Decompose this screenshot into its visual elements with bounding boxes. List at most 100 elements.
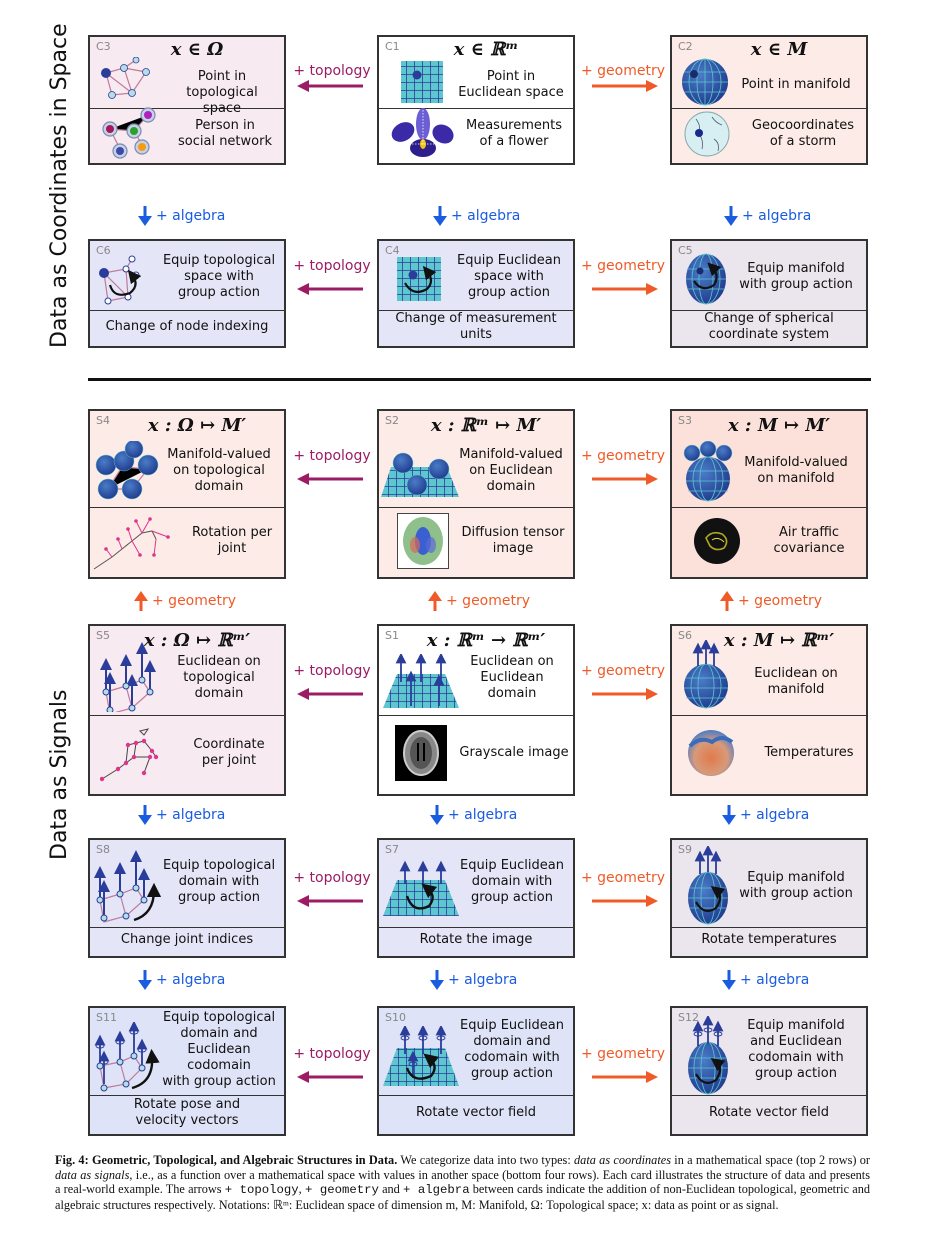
caption-text: in a mathematical space (top 2 rows) or <box>671 1153 870 1167</box>
card-description: Equip manifold with group action <box>739 870 853 901</box>
arrow-right-icon <box>592 688 658 700</box>
arrow-s7-to-s8: + topology <box>290 870 374 912</box>
social-network-icon <box>102 107 156 159</box>
card-example: Coordinate per joint <box>193 737 265 768</box>
arrow-c1-to-c4: + algebra <box>433 206 520 226</box>
card-description: Equip topological domain with group acti… <box>162 858 276 905</box>
card-c3: C3 x ∈ Ω Point in topological space Pers… <box>88 35 286 165</box>
arrow-c2-to-c5: + algebra <box>724 206 811 226</box>
card-formula: x : ℝᵐ ↦ M′ <box>430 415 542 436</box>
arrow-down-icon <box>430 970 444 990</box>
vectors-on-plane-icon <box>383 654 459 708</box>
card-description: Euclidean on Euclidean domain <box>470 654 554 701</box>
globe-icon <box>684 111 730 157</box>
card-s5: S5 x : Ω ↦ ℝᵐ′ Euclidean on topological … <box>88 624 286 796</box>
card-formula: x : ℝᵐ → ℝᵐ′ <box>426 630 546 651</box>
graph-network-icon <box>101 57 150 99</box>
figure-caption: Fig. 4: Geometric, Topological, and Alge… <box>55 1153 870 1212</box>
edge-label: + geometry <box>580 258 666 274</box>
edge-label: + topology <box>293 258 371 274</box>
card-formula: x : Ω ↦ ℝᵐ′ <box>143 630 251 651</box>
graph-group-action-icon <box>99 255 142 305</box>
section-divider <box>88 378 871 381</box>
arrow-down-icon <box>138 805 152 825</box>
caption-text: , <box>298 1182 305 1197</box>
vectors-plane-group-action-icon <box>383 860 459 916</box>
arrow-left-icon <box>297 80 363 92</box>
arrow-up-icon <box>428 591 442 611</box>
edge-label: + algebra <box>740 807 810 823</box>
arrow-down-icon <box>722 805 736 825</box>
section-label-signals: Data as Signals <box>47 689 72 861</box>
arrow-right-icon <box>592 895 658 907</box>
edge-label: + geometry <box>580 448 666 464</box>
card-c4: C4 Equip Euclidean space with group acti… <box>377 239 575 348</box>
card-description: Point in manifold <box>741 77 851 92</box>
card-description: Equip topological domain and Euclidean c… <box>162 1010 276 1089</box>
card-s12: S12 Equip manifold and Euclidean codomai… <box>670 1006 868 1136</box>
edge-label: + geometry <box>580 663 666 679</box>
arrow-s1-to-s6: + geometry <box>578 663 668 705</box>
arrow-down-icon <box>138 206 152 226</box>
card-description: Equip Euclidean domain with group action <box>460 858 564 905</box>
card-description: Equip manifold with group action <box>739 261 853 292</box>
caption-code: + topology <box>224 1183 299 1198</box>
card-description: Manifold-valued on topological domain <box>167 447 271 494</box>
spheres-on-plane-icon <box>381 452 459 497</box>
arrow-right-icon <box>592 1071 658 1083</box>
vectors-sphere-codomain-action-icon <box>688 1016 728 1095</box>
sphere-manifold-icon <box>682 58 728 106</box>
card-id: S4 <box>96 414 110 427</box>
edge-label: + geometry <box>580 63 666 79</box>
card-s7: S7 Equip Euclidean domain with group act… <box>377 838 575 958</box>
edge-label: + topology <box>293 663 371 679</box>
euclidean-grid-group-action-icon <box>397 257 441 301</box>
card-c6: C6 Equip topological space with group ac… <box>88 239 286 348</box>
card-example: Measurements of a flower <box>465 118 563 149</box>
arrow-c1-to-c3: + topology <box>290 63 374 97</box>
vectors-graph-group-action-icon <box>94 850 162 923</box>
arrow-c4-to-c6: + topology <box>290 258 374 300</box>
card-example: Temperatures <box>764 745 854 760</box>
arrow-s7-to-s9: + geometry <box>578 870 668 912</box>
card-description: Equip Euclidean domain and codomain with… <box>460 1018 564 1081</box>
card-formula: x : M ↦ M′ <box>727 415 831 436</box>
card-example: Change joint indices <box>120 932 254 947</box>
iris-flower-icon <box>391 108 454 157</box>
arrow-s6-to-s3: + geometry <box>720 591 822 611</box>
edge-label: + algebra <box>156 807 226 823</box>
card-id: S8 <box>96 843 110 856</box>
card-example: Geocoordinates of a storm <box>751 118 855 149</box>
card-c5: C5 Equip manifold with group action Chan… <box>670 239 868 348</box>
card-example: Change of measurement units <box>395 310 557 342</box>
card-example: Rotate vector field <box>415 1105 537 1120</box>
arrow-c4-to-c5: + geometry <box>578 258 668 300</box>
edge-label: + geometry <box>580 870 666 886</box>
card-description: Equip topological space with group actio… <box>162 253 276 300</box>
caption-code: + geometry <box>304 1183 379 1198</box>
vectors-on-sphere-icon <box>684 640 728 709</box>
skeleton-rotation-icon <box>93 516 170 569</box>
arrow-s1-to-s5: + topology <box>290 663 374 705</box>
air-traffic-globe-icon <box>694 517 740 564</box>
sphere-group-action-icon <box>686 253 726 305</box>
card-description: Euclidean on manifold <box>754 666 838 697</box>
edge-label: + algebra <box>156 208 226 224</box>
caption-text: between cards indicate the addition of n… <box>55 1182 870 1212</box>
card-example: Air traffic covariance <box>773 524 845 556</box>
edge-label: + geometry <box>152 593 237 609</box>
card-example: Rotate pose and velocity vectors <box>133 1097 241 1128</box>
card-id: S1 <box>385 629 399 642</box>
arrow-s9-to-s12: + algebra <box>722 970 809 990</box>
edge-label: + topology <box>293 1046 371 1062</box>
edge-label: + algebra <box>448 972 518 988</box>
caption-emphasis: data as coordinates <box>574 1153 671 1167</box>
card-id: C6 <box>96 244 111 257</box>
card-s11: S11 Equip topological domain and Euclide… <box>88 1006 286 1136</box>
arrow-down-icon <box>433 206 447 226</box>
card-description: Point in topological space <box>186 69 258 116</box>
arrow-s5-to-s8: + algebra <box>138 805 225 825</box>
card-example: Rotate the image <box>419 932 533 947</box>
card-description: Equip manifold and Euclidean codomain wi… <box>747 1018 845 1081</box>
card-id: C5 <box>678 244 693 257</box>
